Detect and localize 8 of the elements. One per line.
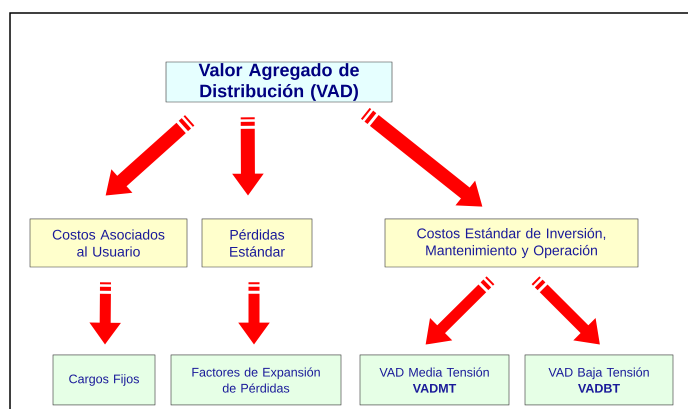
title-box: Valor Agregado de Distribución (VAD) [166,62,392,102]
result-box: VAD Media Tensión VADMT [360,354,510,406]
category-box: Costos Estándar de Inversión, Mantenimiento y Operación [384,218,638,268]
category-box: Pérdidas Estándar [202,218,312,268]
category-box: Costos Asociados al Usuario [30,218,188,268]
result-box: VAD Baja Tensión VADBT [524,354,674,406]
result-box: Cargos Fijos [52,354,156,406]
result-box: Factores de Expansión de Pérdidas [170,354,342,406]
